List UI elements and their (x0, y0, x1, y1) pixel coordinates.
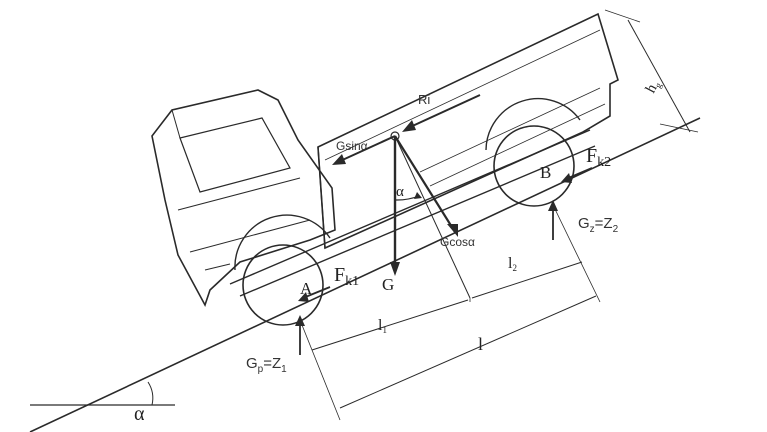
dim-l-line (339, 295, 597, 409)
cargo-box (317, 12, 619, 250)
rear-wheel (485, 97, 581, 207)
gravity-arrowhead (390, 262, 400, 276)
label-dim-l1: l1 (378, 317, 387, 335)
label-front-reaction: Gp=Z1 (246, 355, 287, 375)
dim-l2-line (471, 261, 583, 299)
label-dim-l2: l2 (508, 255, 517, 273)
label-force-rear: Fk2 (586, 145, 611, 170)
gsin-arrowhead (332, 154, 346, 165)
label-air-resistance: Ri (418, 92, 430, 107)
label-point-g: G (382, 275, 394, 294)
label-alpha-slope: α (134, 403, 145, 425)
air-resistance-arrowhead (402, 120, 416, 132)
label-dim-l: l (478, 334, 483, 354)
label-point-b: B (540, 163, 551, 182)
gcos-vector (394, 135, 456, 233)
rear-traction-vector (565, 167, 593, 180)
label-point-a: A (300, 279, 313, 298)
air-resistance-vector (407, 94, 481, 129)
truck-body (151, 12, 619, 308)
front-traction-vector (302, 286, 331, 299)
chassis (229, 129, 596, 297)
gcos-arrowhead (447, 224, 458, 237)
label-g-cos: Gcosα (440, 235, 475, 249)
g-projection-line (394, 135, 471, 299)
cab-window (179, 117, 291, 193)
label-g-sin: Gsinα (336, 139, 368, 153)
dim-h-line (627, 19, 691, 133)
dimension-lines (299, 9, 699, 421)
front-wheel (234, 214, 331, 326)
label-alpha-body: α (396, 184, 404, 200)
slope-angle-arc (147, 381, 154, 406)
dim-l1-line (311, 299, 469, 351)
gsin-vector (337, 135, 396, 163)
label-force-front: Fk1 (334, 264, 359, 289)
label-rear-reaction: Gz=Z2 (578, 215, 619, 235)
truck-cab (151, 89, 336, 308)
